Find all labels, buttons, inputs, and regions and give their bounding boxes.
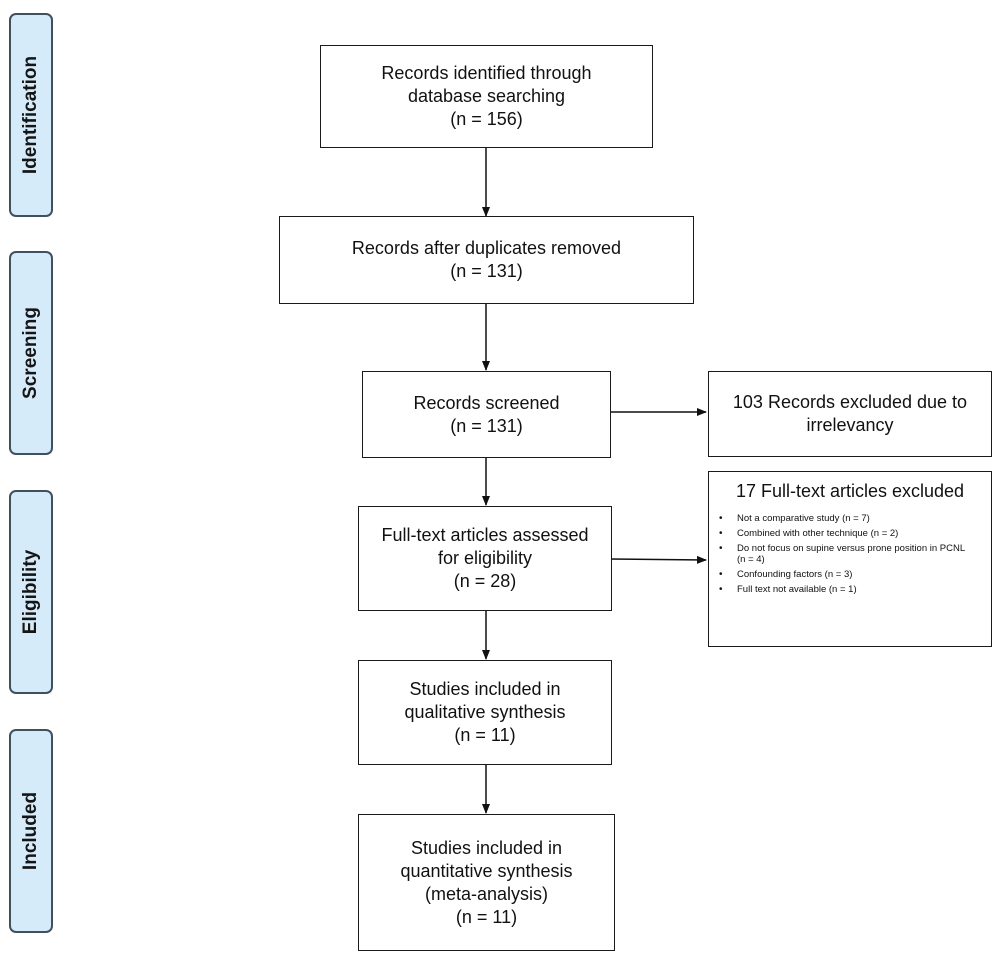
stage-eligibility: Eligibility [9,490,53,694]
box-fulltext-assessed: Full-text articles assessed for eligibil… [358,506,612,611]
box-records-identified: Records identified through database sear… [320,45,653,148]
box-duplicates-removed: Records after duplicates removed (n = 13… [279,216,694,304]
stage-included: Included [9,729,53,933]
excluded-reason: Confounding factors (n = 3) [719,569,967,580]
excluded-reason: Combined with other technique (n = 2) [719,528,967,539]
stage-screening: Screening [9,251,53,455]
stage-identification: Identification [9,13,53,217]
box-quantitative-synthesis: Studies included in quantitative synthes… [358,814,615,951]
excluded-reason: Do not focus on supine versus prone posi… [719,543,967,565]
excluded-reason: Full text not available (n = 1) [719,584,967,595]
excluded-reasons-list: Not a comparative study (n = 7) Combined… [709,513,967,599]
box-records-screened: Records screened (n = 131) [362,371,611,458]
arrow-fulltext-to-excluded [609,555,707,564]
excluded-reason: Not a comparative study (n = 7) [719,513,967,524]
box-qualitative-synthesis: Studies included in qualitative synthesi… [358,660,612,765]
box-records-excluded: 103 Records excluded due to irrelevancy [708,371,992,457]
box-fulltext-excluded: 17 Full-text articles excluded Not a com… [708,471,992,647]
excluded-title: 17 Full-text articles excluded [735,481,965,501]
